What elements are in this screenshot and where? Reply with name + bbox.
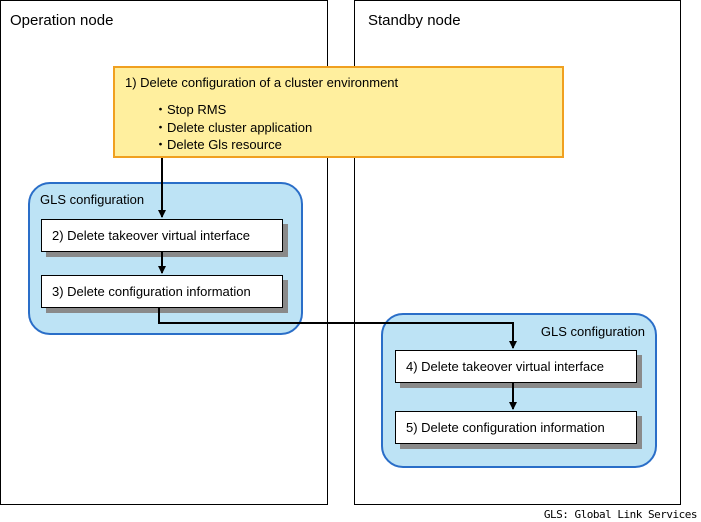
bullet-delete-gls-resource: ・Delete Gls resource — [154, 137, 282, 152]
step-4-label: 4) Delete takeover virtual interface — [406, 359, 604, 374]
step-5-label: 5) Delete configuration information — [406, 420, 605, 435]
bullet-delete-cluster-application: ・Delete cluster application — [154, 120, 313, 135]
standby-node-title: Standby node — [368, 12, 461, 29]
step-5-delete-configuration-information: 5) Delete configuration information — [395, 411, 637, 444]
operation-node-title: Operation node — [10, 12, 114, 29]
step-2-delete-takeover-interface: 2) Delete takeover virtual interface — [41, 219, 283, 252]
step-3-label: 3) Delete configuration information — [52, 284, 251, 299]
standby-gls-title: GLS configuration — [540, 324, 645, 339]
step-2-label: 2) Delete takeover virtual interface — [52, 228, 250, 243]
footnote-gls-definition: GLS: Global Link Services — [543, 508, 698, 521]
step-3-delete-configuration-information: 3) Delete configuration information — [41, 275, 283, 308]
bullet-stop-rms: ・Stop RMS — [154, 102, 227, 117]
operation-gls-title: GLS configuration — [40, 192, 145, 207]
step-4-delete-takeover-interface: 4) Delete takeover virtual interface — [395, 350, 637, 383]
step-1-delete-cluster-configuration: 1) Delete configuration of a cluster env… — [113, 66, 564, 158]
step-1-title: 1) Delete configuration of a cluster env… — [125, 75, 399, 90]
